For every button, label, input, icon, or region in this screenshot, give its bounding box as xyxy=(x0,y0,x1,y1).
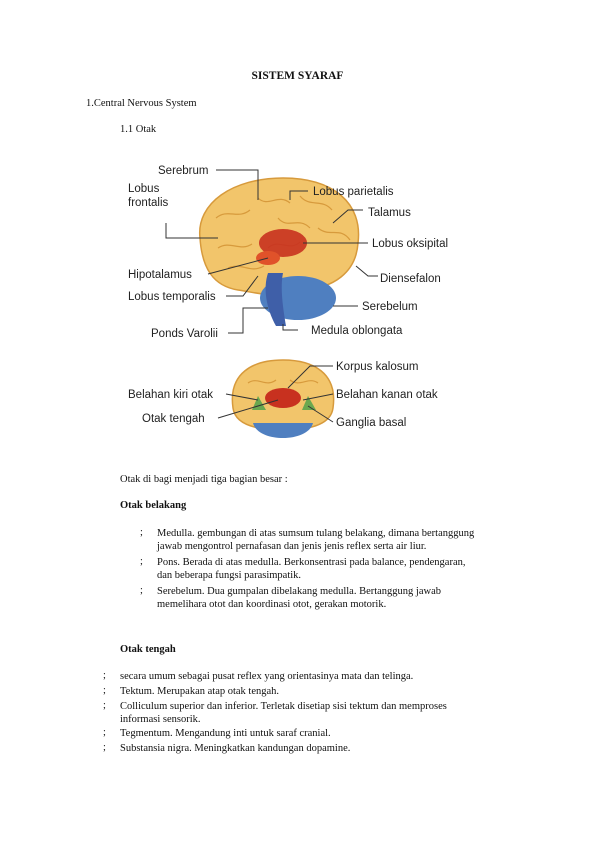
label-otak-tengah: Otak tengah xyxy=(142,413,205,425)
page-title: SISTEM SYARAF xyxy=(251,70,344,82)
label-lobus-parietalis: Lobus parietalis xyxy=(313,186,394,198)
bullet-marker: ; xyxy=(140,527,143,538)
coronal-brain-illustration xyxy=(231,359,335,438)
label-lobus-frontalis-2: frontalis xyxy=(128,197,169,209)
label-serebrum: Serebrum xyxy=(158,165,209,177)
bullet-marker: ; xyxy=(103,727,106,738)
list-item: Tektum. Merupakan atap otak tengah. xyxy=(120,686,280,697)
label-diensefalon: Diensefalon xyxy=(380,273,441,285)
label-lobus-oksipitalis: Lobus oksipitalis xyxy=(372,238,448,250)
label-hipotalamus: Hipotalamus xyxy=(128,269,192,281)
label-belahan-kiri: Belahan kiri otak xyxy=(128,389,213,401)
lateral-brain-illustration xyxy=(199,177,360,326)
bullet-marker: ; xyxy=(103,700,106,711)
list-item: Medulla. gembungan di atas sumsum tulang… xyxy=(157,528,475,552)
list-item: Pons. Berada di atas medulla. Berkonsent… xyxy=(157,557,466,581)
label-belahan-kanan: Belahan kanan otak xyxy=(336,389,438,401)
brain-diagram: Serebrum Lobus frontalis Lobus parietali… xyxy=(128,165,457,438)
label-serebelum: Serebelum xyxy=(362,301,418,313)
heading-otak-belakang: Otak belakang xyxy=(120,500,187,511)
brain-figure: Serebrum Lobus frontalis Lobus parietali… xyxy=(118,148,457,448)
label-talamus: Talamus xyxy=(368,207,411,219)
list-item: secara umum sebagai pusat reflex yang or… xyxy=(120,671,414,682)
leader-lines xyxy=(165,169,378,423)
label-lobus-temporalis: Lobus temporalis xyxy=(128,291,216,303)
bullet-marker: ; xyxy=(103,685,106,696)
label-medula-oblongata: Medula oblongata xyxy=(311,325,403,337)
bullet-marker: ; xyxy=(103,742,106,753)
section-heading: 1.Central Nervous System xyxy=(86,98,197,109)
intro-text: Otak di bagi menjadi tiga bagian besar : xyxy=(120,474,288,485)
list-item: Substansia nigra. Meningkatkan kandungan… xyxy=(120,743,351,754)
bullet-marker: ; xyxy=(103,670,106,681)
label-ponds-varolii: Ponds Varolii xyxy=(151,328,218,340)
list-item: Colliculum superior dan inferior. Terlet… xyxy=(120,701,447,725)
label-korpus-kalosum: Korpus kalosum xyxy=(336,361,418,373)
bullet-marker: ; xyxy=(140,585,143,596)
list-item: Serebelum. Dua gumpalan dibelakang medul… xyxy=(157,586,441,610)
label-lobus-frontalis-1: Lobus xyxy=(128,183,160,195)
subsection-heading: 1.1 Otak xyxy=(120,124,157,135)
list-item: Tegmentum. Mengandung inti untuk saraf c… xyxy=(120,728,331,739)
heading-otak-tengah: Otak tengah xyxy=(120,644,176,655)
bullet-marker: ; xyxy=(140,556,143,567)
label-ganglia-basal: Ganglia basal xyxy=(336,417,406,429)
